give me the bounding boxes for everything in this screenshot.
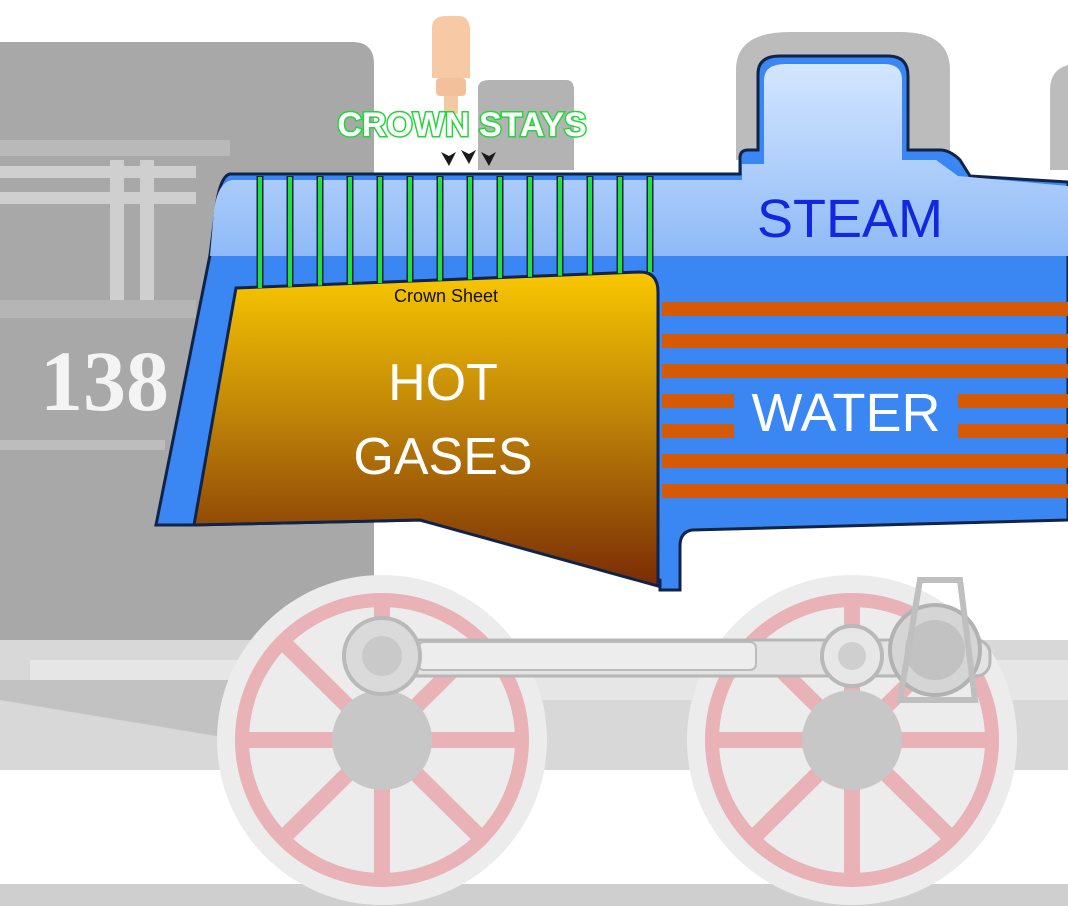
crown-sheet-label: Crown Sheet	[394, 286, 498, 306]
cab-number: 138	[40, 333, 169, 429]
crown-stays-label: CROWN STAYS	[337, 106, 586, 144]
side-rod	[342, 577, 992, 703]
down-arrow-icon	[441, 150, 496, 166]
hot-label: HOT	[388, 354, 498, 412]
whistle-icon	[432, 16, 470, 114]
gases-label: GASES	[353, 428, 532, 486]
crown-stays	[256, 176, 654, 288]
firebox	[192, 270, 660, 588]
water-label: WATER	[752, 383, 941, 443]
steam-label: STEAM	[757, 189, 943, 249]
boiler-flues	[662, 302, 1068, 498]
